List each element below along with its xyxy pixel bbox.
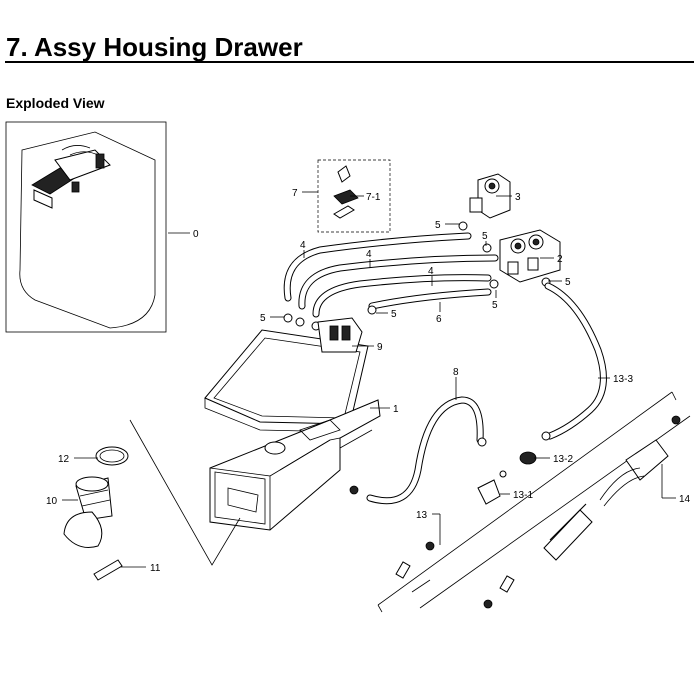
callout-5d: 5 [492, 300, 498, 311]
part-7-group-box [317, 159, 391, 233]
part-1-drawer-housing [209, 399, 381, 531]
callout-6: 6 [436, 314, 442, 325]
callout-5e: 5 [260, 313, 266, 324]
callout-0: 0 [193, 229, 199, 240]
part-13-2-fitting [519, 431, 551, 465]
part-7-1-connector [333, 165, 359, 219]
callout-14: 14 [679, 494, 691, 505]
leader-lines [62, 191, 676, 568]
callout-13: 13 [416, 510, 428, 521]
assembly-overview [5, 121, 167, 333]
callout-13-1: 13-1 [513, 490, 533, 501]
part-2-water-valve [499, 229, 561, 283]
callout-3: 3 [515, 192, 521, 203]
callout-5a: 5 [435, 220, 441, 231]
part-8-hose [366, 396, 484, 505]
callout-9: 9 [377, 342, 383, 353]
callout-7-1: 7-1 [366, 192, 381, 203]
housing-screw [349, 485, 359, 495]
callout-7: 7 [292, 188, 298, 199]
callout-2: 2 [557, 254, 563, 265]
callout-5c: 5 [565, 277, 571, 288]
callout-13-3: 13-3 [613, 374, 633, 385]
part-11-cap-and-pin [63, 511, 123, 581]
part-9-housing-cover [204, 317, 369, 433]
part-3-water-valve [469, 173, 511, 219]
callout-4a: 4 [300, 240, 306, 251]
callout-4b: 4 [366, 249, 372, 260]
part-13-3-hose [544, 282, 607, 440]
callout-5f: 5 [391, 309, 397, 320]
callout-4c: 4 [428, 266, 434, 277]
part-14-harness [543, 439, 669, 561]
callout-5b: 5 [482, 231, 488, 242]
part-4-hoses [283, 232, 499, 318]
lower-panel [377, 391, 691, 613]
section-title: Exploded View [6, 95, 105, 111]
part-5-clamps [283, 221, 551, 331]
page-title: 7. Assy Housing Drawer [6, 32, 303, 62]
callout-10: 10 [46, 496, 58, 507]
title-rule [5, 61, 694, 63]
overview-drawer-assy [31, 145, 111, 209]
callout-13-2: 13-2 [553, 454, 573, 465]
callout-8: 8 [453, 367, 459, 378]
leader-housing-triangle [129, 419, 241, 566]
callout-1: 1 [393, 404, 399, 415]
callout-12: 12 [58, 454, 70, 465]
part-10-bellows [75, 476, 113, 521]
part-13-1-tee [477, 437, 507, 505]
part-12-clamp-ring [95, 446, 129, 466]
callout-labels: 0 1 2 3 4 4 4 5 5 5 5 5 5 6 7 7-1 8 9 10… [46, 188, 691, 574]
callout-11: 11 [150, 563, 161, 574]
